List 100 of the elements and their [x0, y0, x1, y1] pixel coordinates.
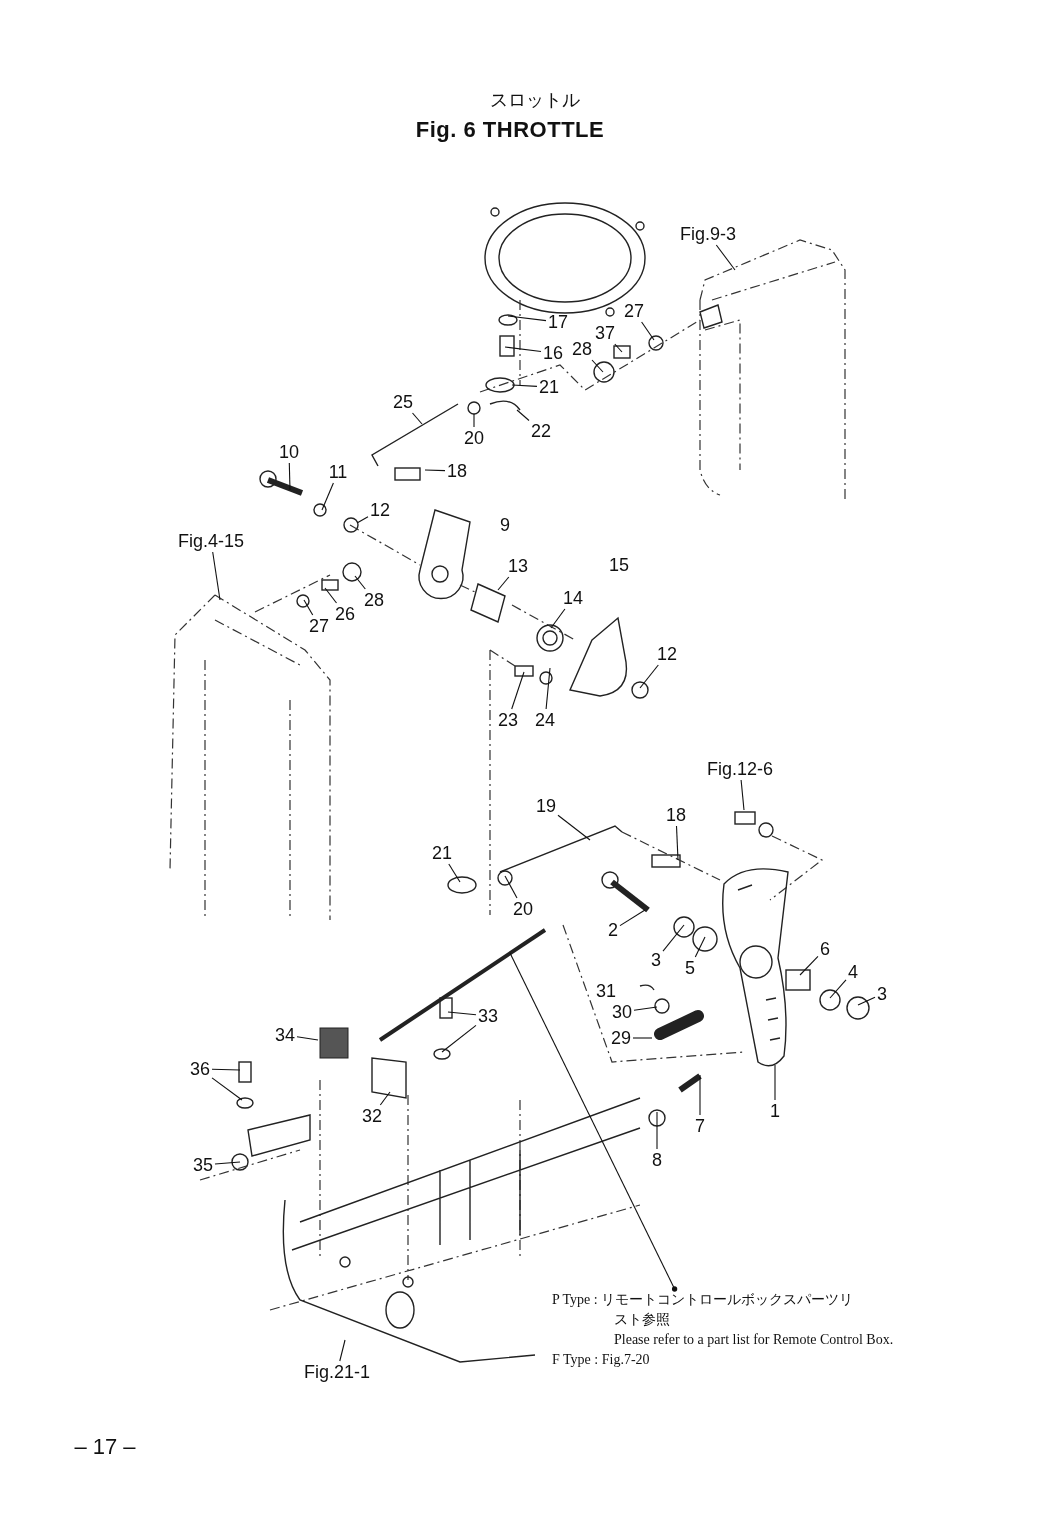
figure-reference: Fig.4-15 — [178, 531, 244, 551]
leader-line — [211, 1068, 241, 1071]
callout-number: 5 — [685, 958, 695, 978]
leader-line — [441, 1024, 477, 1053]
leader-line — [662, 924, 685, 952]
leader-line — [324, 587, 338, 604]
leader-line — [509, 952, 678, 1292]
callout-number: 32 — [362, 1106, 382, 1126]
callout-number: 35 — [193, 1155, 213, 1175]
leader-line — [639, 664, 659, 689]
leader-line — [511, 671, 525, 710]
leader-line — [774, 1064, 776, 1101]
callout-number: 36 — [190, 1059, 210, 1079]
callout-number: 33 — [478, 1006, 498, 1026]
callout-number: 1 — [770, 1101, 780, 1121]
leader-line — [424, 469, 446, 472]
callout-number: 18 — [666, 805, 686, 825]
callout-number: 14 — [563, 588, 583, 608]
leader-line — [591, 359, 604, 373]
leader-line — [656, 1111, 658, 1150]
leader-line — [740, 779, 745, 811]
callout-number: 29 — [611, 1028, 631, 1048]
leader-line — [511, 384, 538, 387]
callout-number: 3 — [877, 984, 887, 1004]
figure-reference: Fig.9-3 — [680, 224, 736, 244]
leader-line — [857, 996, 876, 1006]
leader-line — [550, 608, 566, 629]
callout-number: 31 — [596, 981, 616, 1001]
leader-line — [411, 412, 423, 425]
leader-line — [632, 1037, 653, 1039]
leader-line — [504, 875, 518, 899]
leader-line — [799, 955, 819, 976]
figure-title: Fig. 6 THROTTLE — [415, 120, 605, 140]
leader-line — [675, 825, 679, 861]
callout-number: 20 — [513, 899, 533, 919]
callout-number: 24 — [535, 710, 555, 730]
leader-line — [619, 909, 646, 927]
callout-number: 7 — [695, 1116, 705, 1136]
leader-line — [699, 1074, 701, 1116]
leader-line — [829, 979, 847, 999]
callout-number: 26 — [335, 604, 355, 624]
leader-line — [339, 1339, 346, 1362]
leader-line — [633, 1006, 658, 1011]
leader-line — [321, 482, 334, 511]
callout-number: 12 — [370, 500, 390, 520]
leader-line — [694, 936, 706, 958]
callout-number: 27 — [309, 616, 329, 636]
callout-number: 9 — [500, 515, 510, 535]
note-text: P Type : リモートコントロールボックスパーツリスト参照 — [552, 1291, 855, 1329]
callout-number: 15 — [609, 555, 629, 575]
callout-number: 22 — [531, 421, 551, 441]
leader-line — [473, 413, 475, 428]
callout-number: 11 — [328, 462, 348, 482]
leader-line — [447, 1011, 477, 1016]
callout-number: 23 — [498, 710, 518, 730]
callout-number: 21 — [539, 377, 559, 397]
callout-number: 30 — [612, 1002, 632, 1022]
leader-line — [516, 409, 530, 422]
leader-line — [497, 576, 510, 591]
callout-number: 17 — [548, 312, 568, 332]
callout-number: 12 — [657, 644, 677, 664]
leader-line — [379, 1091, 391, 1106]
leader-line — [296, 1036, 319, 1041]
callout-number: 28 — [572, 339, 592, 359]
page-number: – 17 – — [74, 1437, 136, 1457]
callout-number: 2 — [608, 920, 618, 940]
note-text: F Type : Fig.7-20 — [552, 1351, 651, 1369]
leader-line — [356, 516, 369, 524]
leader-line — [211, 1077, 243, 1101]
callout-number: 3 — [651, 950, 661, 970]
leader-line — [212, 551, 221, 601]
callout-number: 27 — [624, 301, 644, 321]
leader-line — [288, 462, 291, 491]
figure-reference: Fig.12-6 — [707, 759, 773, 779]
callout-number: 21 — [432, 843, 452, 863]
leader-line — [557, 814, 591, 841]
callout-number: 16 — [543, 343, 563, 363]
callout-number: 6 — [820, 939, 830, 959]
leader-line — [545, 667, 551, 710]
heading-japanese: スロットル — [490, 90, 580, 110]
callout-number: 19 — [536, 796, 556, 816]
leader-line — [214, 1161, 241, 1165]
callout-number: 4 — [848, 962, 858, 982]
callout-number: 13 — [508, 556, 528, 576]
leader-line — [504, 346, 542, 353]
callout-number: 28 — [364, 590, 384, 610]
callout-number: 20 — [464, 428, 484, 448]
leader-line — [614, 343, 623, 353]
callout-number: 25 — [393, 392, 413, 412]
leader-line — [303, 599, 314, 616]
leader-line — [641, 321, 655, 341]
leader-line — [507, 315, 547, 322]
callout-number: 10 — [279, 442, 299, 462]
leader-line — [448, 863, 461, 883]
callout-number: 18 — [447, 461, 467, 481]
note-text: Please refer to a part list for Remote Control Box. — [613, 1331, 895, 1349]
figure-reference: Fig.21-1 — [304, 1362, 370, 1382]
leader-line — [354, 575, 366, 590]
callout-number: 8 — [652, 1150, 662, 1170]
callout-number: 37 — [595, 323, 615, 343]
